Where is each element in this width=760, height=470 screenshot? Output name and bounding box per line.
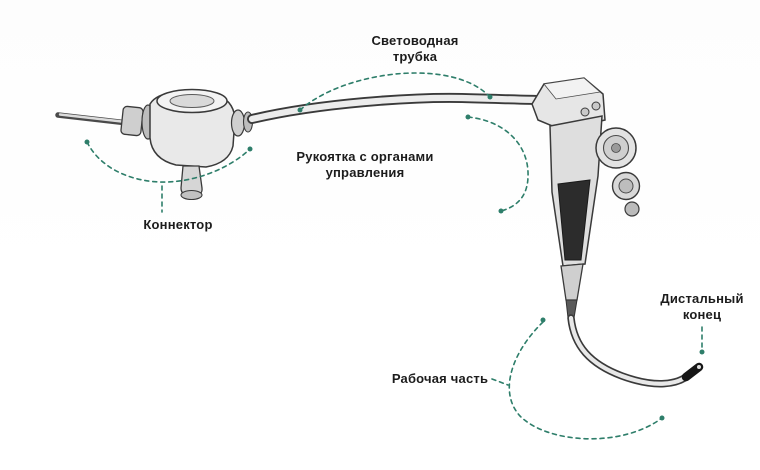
insertion-tube xyxy=(567,314,694,388)
control-knob-small-inner xyxy=(618,178,634,194)
leader-dot xyxy=(247,146,253,152)
connector-exit-ring xyxy=(230,109,246,137)
leader-handle-curve xyxy=(467,116,529,212)
insertion-tube-fill xyxy=(568,315,693,386)
connector-collar xyxy=(120,105,144,137)
leader-working-stem xyxy=(491,378,509,386)
distal-tip-lens xyxy=(697,365,701,369)
endoscope-illustration xyxy=(55,77,704,388)
leader-dot xyxy=(659,415,665,421)
tube-fill xyxy=(248,94,546,123)
connector-top-cap-inner xyxy=(169,94,215,108)
leader-dot xyxy=(699,349,705,355)
leader-dot xyxy=(297,107,303,113)
leader-dot xyxy=(540,317,546,323)
handle-grip xyxy=(557,179,591,261)
leader-working-arc xyxy=(508,321,663,440)
connector-assembly xyxy=(55,88,254,201)
light-guide-tube xyxy=(247,92,547,124)
strain-relief xyxy=(560,263,584,301)
leader-lines xyxy=(86,72,703,440)
leader-dots xyxy=(84,94,705,421)
label-distal-end: Дистальный конец xyxy=(660,291,744,323)
control-knob-tip xyxy=(624,201,640,217)
leader-dot xyxy=(84,139,90,145)
insertion-tube-outline xyxy=(567,314,694,388)
handle-top-face xyxy=(543,77,601,100)
label-connector: Коннектор xyxy=(143,217,213,232)
leader-dot xyxy=(498,208,504,214)
connector-valve-cap xyxy=(180,189,203,201)
leader-dot xyxy=(465,114,471,120)
leader-light-tube-arc xyxy=(299,72,491,111)
label-light-guide-tube: Световодная трубка xyxy=(371,33,459,65)
leader-dot xyxy=(487,94,493,100)
connector-pin-highlight xyxy=(58,113,128,124)
distal-tip xyxy=(681,362,704,382)
label-control-handle: Рукоятка с органами управления xyxy=(296,149,434,181)
distal-tip-segment xyxy=(681,362,704,382)
label-working-part: Рабочая часть xyxy=(391,371,489,386)
control-knob-large-hub xyxy=(611,143,621,153)
handle-button-2 xyxy=(580,107,590,117)
handle-button-1 xyxy=(591,101,601,111)
leader-connector-arc xyxy=(86,141,251,183)
control-handle xyxy=(531,77,641,319)
